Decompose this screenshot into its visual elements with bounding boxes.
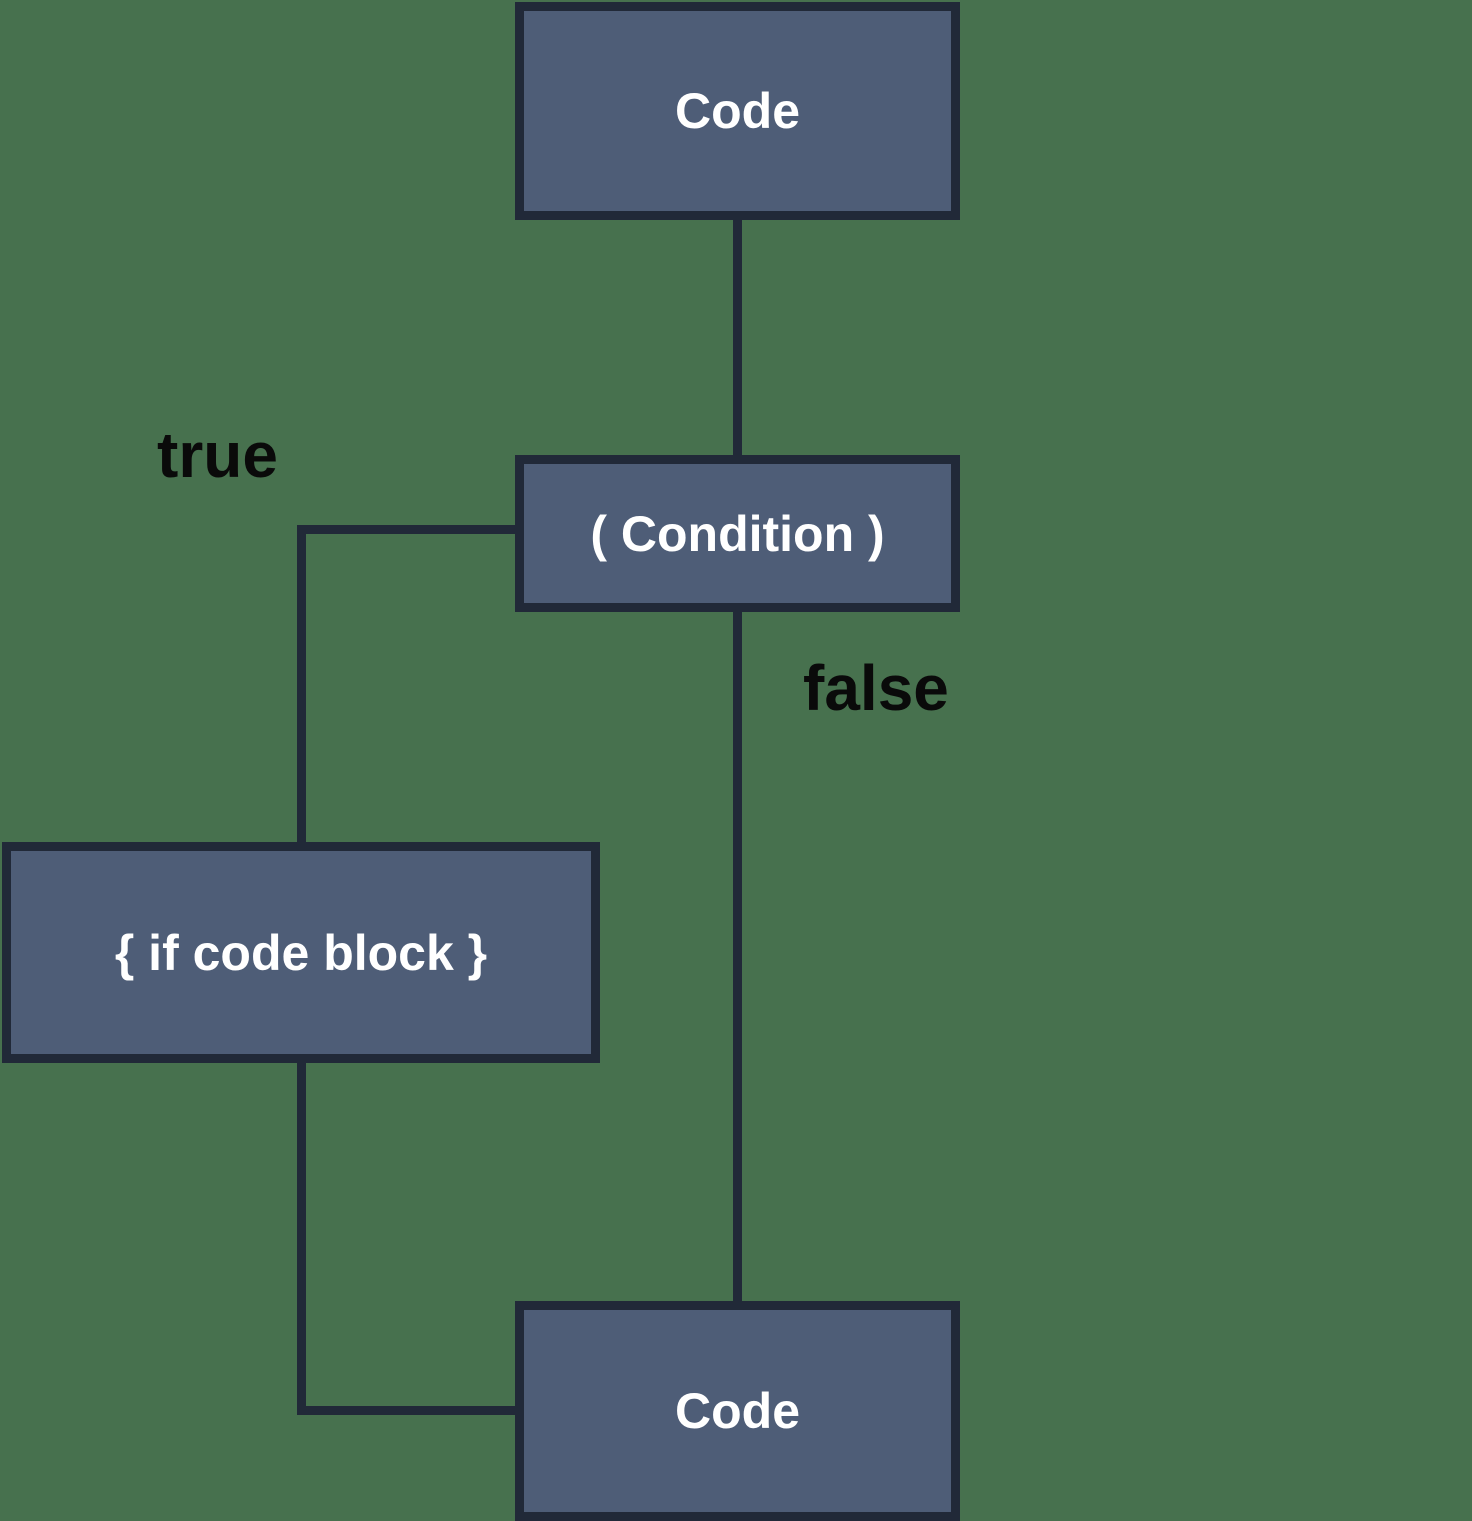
edge-label-true: true (157, 419, 278, 491)
node-if-code-block-label: { if code block } (114, 924, 488, 981)
edge-code-to-condition (733, 205, 742, 465)
edge-false-path (733, 600, 742, 1310)
node-code-top-label: Code (675, 83, 800, 139)
node-code-top: Code (515, 2, 960, 220)
edge-true-path-top (297, 525, 524, 534)
node-condition-label: ( Condition ) (590, 505, 885, 562)
node-code-bottom-label: Code (675, 1383, 800, 1439)
node-code-bottom: Code (515, 1301, 960, 1521)
edge-label-false: false (803, 652, 949, 724)
edge-true-path-bottom (297, 1406, 524, 1415)
node-condition: ( Condition ) (515, 455, 960, 612)
node-if-code-block: { if code block } (2, 842, 600, 1063)
